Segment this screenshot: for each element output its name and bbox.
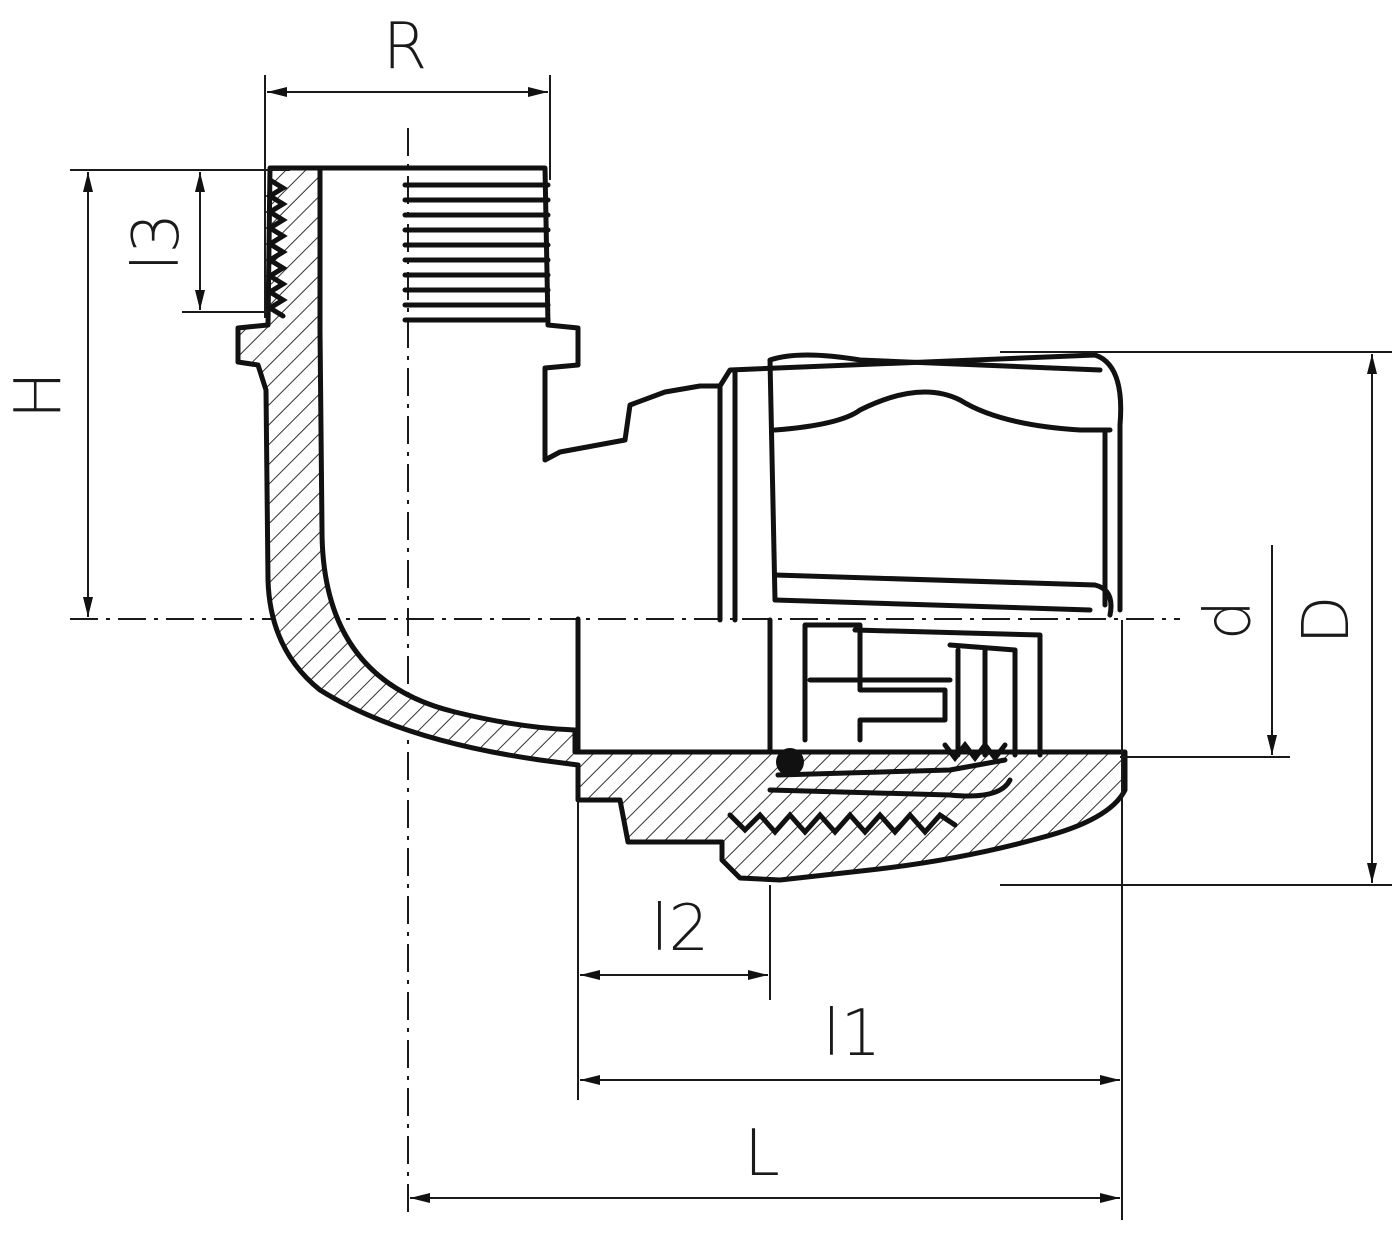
male-thread-right [402, 182, 551, 323]
cap-nut-outline [717, 352, 1113, 623]
extension-lines [70, 75, 1392, 1220]
clamp-ring [575, 616, 1043, 758]
label-d: d [1192, 600, 1266, 641]
cap-nut-lower-band [772, 572, 1114, 618]
male-thread-left [265, 177, 288, 319]
label-l3: l3 [120, 213, 194, 272]
label-l2: l2 [651, 892, 710, 966]
label-D: D [1290, 595, 1364, 644]
grip-teeth-upper [942, 740, 1008, 763]
elbow-body-section [235, 165, 1128, 883]
o-ring-groove [767, 757, 1013, 799]
label-H: H [2, 371, 76, 419]
label-L: L [744, 1117, 780, 1191]
grip-teeth [727, 811, 958, 836]
o-ring [776, 748, 804, 776]
label-R: R [383, 10, 427, 84]
label-l1: l1 [823, 997, 882, 1071]
